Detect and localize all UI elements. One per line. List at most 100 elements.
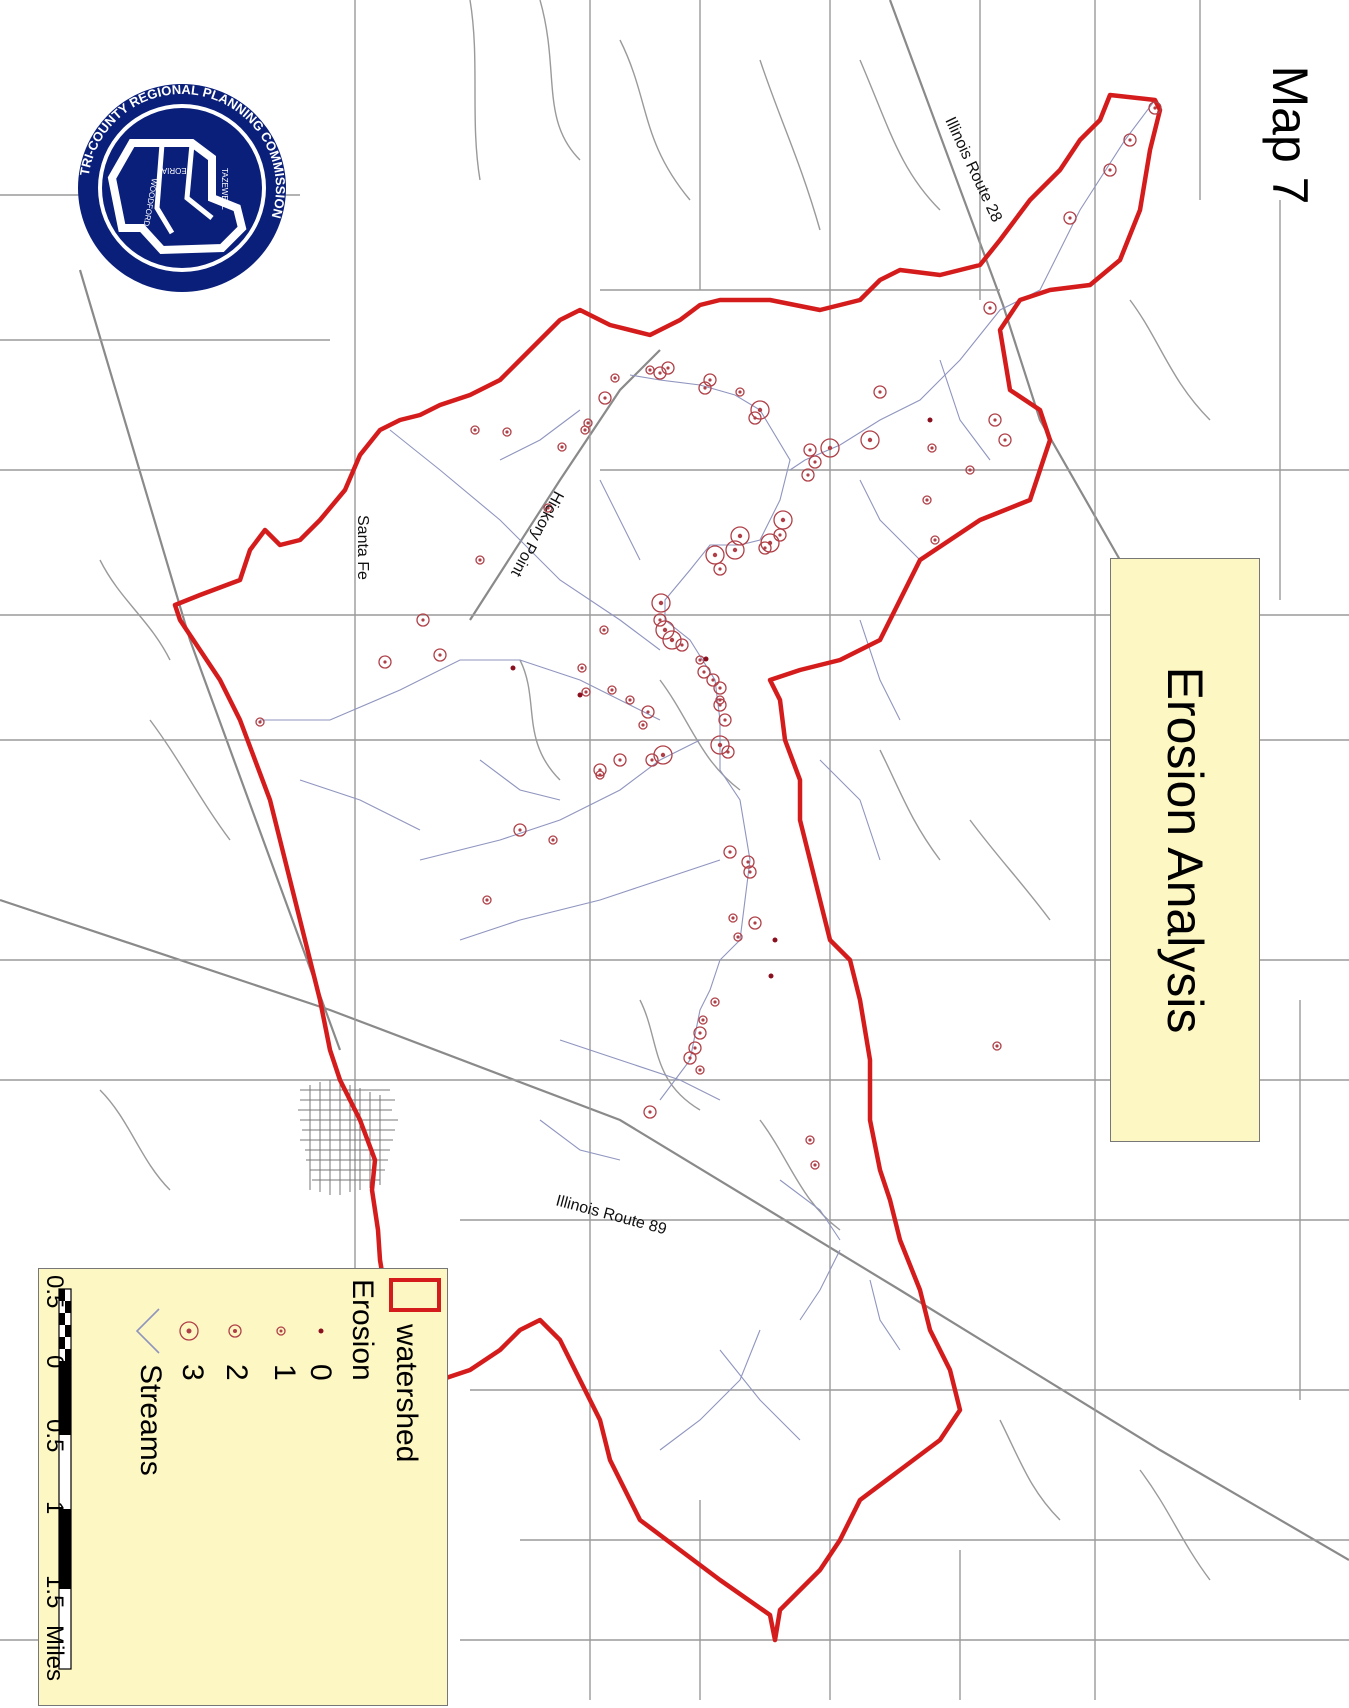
erosion-site — [772, 937, 778, 943]
erosion-site — [930, 535, 940, 545]
erosion-site — [693, 1026, 707, 1040]
erosion-sites — [255, 101, 1162, 1170]
erosion-site — [713, 681, 727, 695]
erosion-site — [255, 717, 265, 727]
erosion-site — [378, 655, 392, 669]
title-box: Erosion Analysis — [1110, 558, 1260, 1142]
erosion-site — [581, 687, 591, 697]
erosion-site — [675, 638, 689, 652]
scale-label-0-5-left: 0.5 — [41, 1275, 68, 1308]
erosion-site — [613, 753, 627, 767]
erosion-site — [801, 468, 815, 482]
erosion-site — [820, 438, 840, 458]
erosion-site — [768, 973, 774, 979]
erosion-site — [983, 301, 997, 315]
legend-erosion-2-label: 2 — [220, 1364, 253, 1381]
erosion-site — [725, 540, 745, 560]
legend-erosion-0-symbol — [318, 1328, 324, 1334]
erosion-site — [718, 713, 732, 727]
erosion-site — [1123, 133, 1137, 147]
legend: watershed Erosion 0 1 2 3 Streams 0.5 0 … — [38, 1268, 448, 1706]
erosion-site — [638, 720, 648, 730]
legend-streams-symbol — [135, 1308, 160, 1354]
erosion-site — [475, 555, 485, 565]
label-route-28: Illinois Route 28 — [941, 115, 1005, 225]
erosion-site — [705, 545, 725, 565]
erosion-site — [548, 835, 558, 845]
erosion-site — [710, 735, 730, 755]
logo-county-peoria: PEORIA — [161, 166, 192, 175]
erosion-site — [651, 593, 671, 613]
erosion-site — [599, 625, 609, 635]
map-title: Erosion Analysis — [1157, 666, 1213, 1034]
label-route-89: Illinois Route 89 — [554, 1192, 668, 1238]
erosion-site — [513, 823, 527, 837]
scale-label-0: 0 — [41, 1355, 68, 1368]
erosion-site — [1103, 163, 1117, 177]
watershed-boundary — [172, 92, 1163, 1643]
erosion-site — [643, 1105, 657, 1119]
label-santa-fe: Santa Fe — [354, 515, 371, 580]
road-route-28 — [888, 0, 1121, 561]
erosion-site — [510, 665, 516, 671]
erosion-site — [557, 442, 567, 452]
erosion-site — [715, 695, 725, 705]
label-hickory-point: Hickory Point — [507, 488, 567, 580]
erosion-site — [773, 528, 787, 542]
erosion-site — [698, 1015, 708, 1025]
erosion-site — [625, 695, 635, 705]
erosion-site — [741, 855, 755, 869]
legend-streams-label: Streams — [134, 1364, 167, 1476]
erosion-site — [735, 387, 745, 397]
erosion-site — [748, 411, 762, 425]
legend-watershed-swatch — [389, 1278, 441, 1312]
erosion-site — [760, 533, 780, 553]
legend-erosion-3-symbol — [179, 1321, 199, 1341]
scale-label-0-5: 0.5 — [41, 1419, 68, 1452]
erosion-site — [482, 895, 492, 905]
erosion-site — [743, 865, 757, 879]
erosion-site — [713, 562, 727, 576]
erosion-site — [706, 673, 720, 687]
erosion-site — [758, 541, 772, 555]
erosion-site — [773, 510, 793, 530]
erosion-site — [543, 503, 553, 513]
tri-county-logo: PEORIA WOODFORD TAZEWELL TRI-COUNTY REGI… — [77, 82, 288, 292]
erosion-site — [703, 656, 709, 662]
road-hickory-point-west — [78, 269, 342, 1051]
road-route-89 — [0, 898, 1349, 1561]
erosion-site — [645, 753, 659, 767]
erosion-site — [641, 705, 655, 719]
erosion-site — [965, 465, 975, 475]
erosion-site — [723, 845, 737, 859]
erosion-site — [808, 455, 822, 469]
erosion-site — [810, 1160, 820, 1170]
logo-county-tazewell: TAZEWELL — [220, 168, 229, 210]
erosion-site — [653, 613, 667, 627]
legend-graphics: watershed Erosion 0 1 2 3 Streams 0.5 0 … — [41, 1275, 441, 1681]
erosion-site — [655, 620, 675, 640]
erosion-site — [733, 932, 743, 942]
erosion-site — [803, 443, 817, 457]
erosion-site — [598, 391, 612, 405]
erosion-site — [805, 1135, 815, 1145]
erosion-site — [1063, 211, 1077, 225]
erosion-site — [470, 425, 480, 435]
legend-erosion-2-symbol — [228, 1324, 242, 1338]
erosion-site — [577, 692, 583, 698]
erosion-site — [992, 1041, 1002, 1051]
erosion-site — [697, 665, 711, 679]
erosion-site — [416, 613, 430, 627]
legend-watershed-label: watershed — [390, 1323, 423, 1462]
scale-label-1: 1 — [41, 1501, 68, 1514]
erosion-site — [595, 770, 605, 780]
erosion-site — [922, 495, 932, 505]
erosion-site — [502, 427, 512, 437]
erosion-site — [710, 997, 720, 1007]
erosion-site — [927, 417, 933, 423]
legend-erosion-3-label: 3 — [176, 1364, 209, 1381]
erosion-site — [750, 400, 770, 420]
legend-erosion-1-label: 1 — [268, 1364, 301, 1381]
erosion-site — [645, 365, 655, 375]
legend-erosion-title: Erosion — [346, 1279, 379, 1381]
